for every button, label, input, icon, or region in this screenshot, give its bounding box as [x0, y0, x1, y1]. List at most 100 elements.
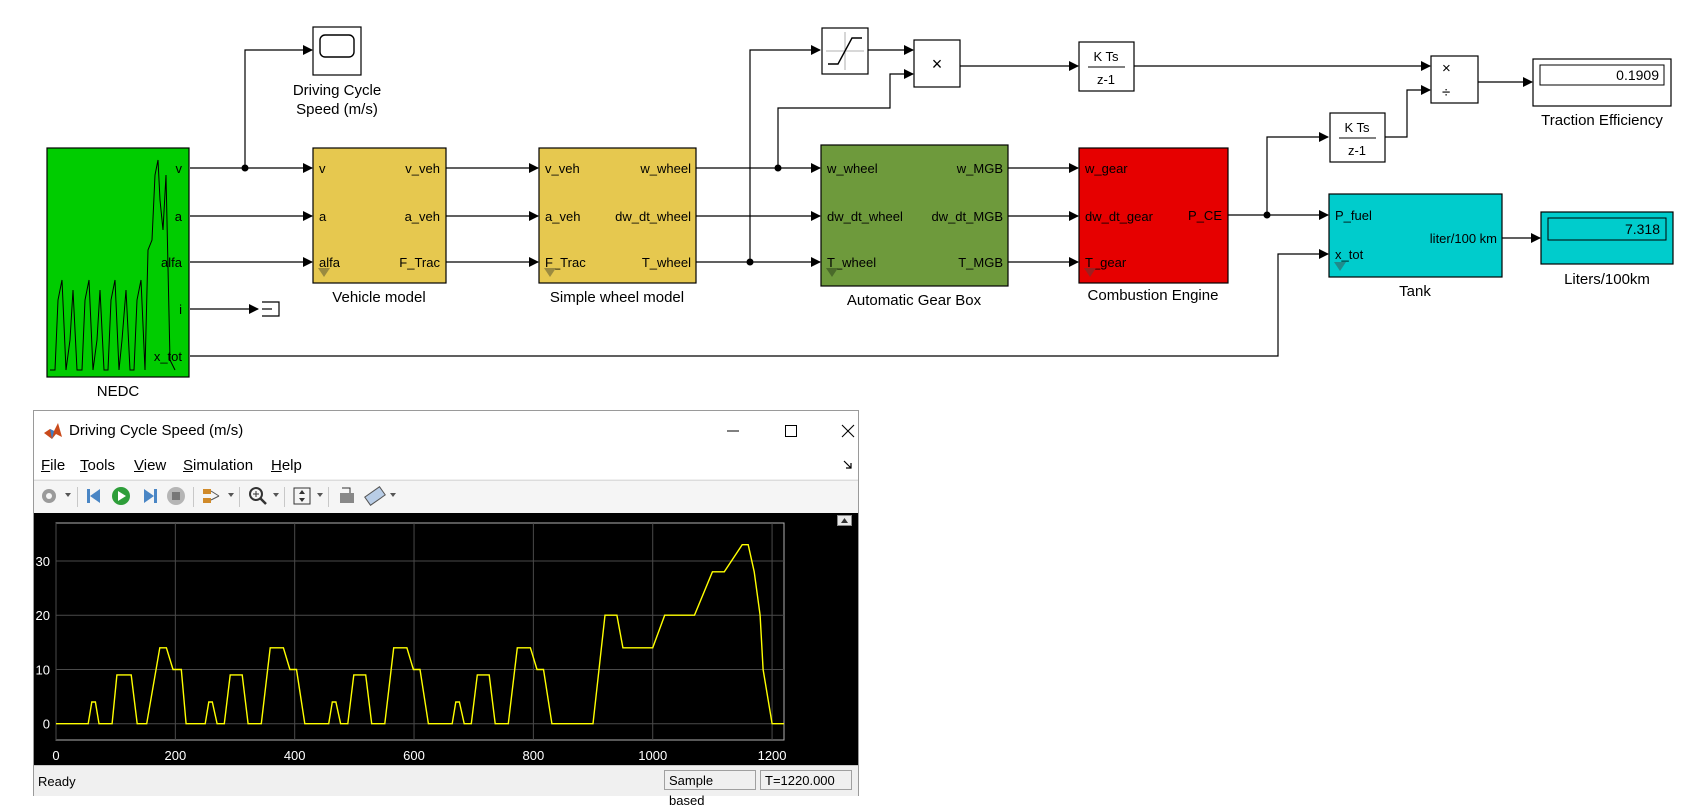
- vehicle-out-a-veh: a_veh: [405, 209, 440, 224]
- speed-series-line: [56, 544, 784, 725]
- scope-window-title: Driving Cycle Speed (m/s): [69, 422, 244, 439]
- menu-tools[interactable]: Tools: [80, 457, 116, 474]
- scope-window[interactable]: Driving Cycle Speed (m/s) File Tools Vie…: [33, 410, 859, 808]
- vehicle-model-block[interactable]: v a alfa v_veh a_veh F_Trac Vehicle mode…: [312, 147, 447, 306]
- gearbox-in-t-wheel: T_wheel: [827, 255, 876, 270]
- y-tick-label: 20: [36, 608, 50, 623]
- scope-block-label-2: Speed (m/s): [296, 101, 378, 118]
- subsystem-arrow-icon: [318, 268, 330, 277]
- axes-expand-icon[interactable]: [837, 515, 852, 526]
- nedc-signal-preview: [50, 159, 176, 371]
- gear-box-block[interactable]: w_wheel dw_dt_wheel T_wheel w_MGB dw_dt_…: [820, 144, 1009, 309]
- step-back-icon[interactable]: [84, 485, 106, 507]
- status-sample-mode: Sample based: [664, 770, 756, 808]
- x-tick-label: 400: [284, 748, 306, 763]
- integrator2-denominator: z-1: [1348, 143, 1366, 158]
- x-tick-label: 1000: [638, 748, 667, 763]
- liters-display[interactable]: 7.318 Liters/100km: [1540, 211, 1674, 288]
- saturation-block[interactable]: [821, 27, 869, 75]
- terminator-block[interactable]: [262, 301, 280, 317]
- step-forward-icon[interactable]: [138, 485, 160, 507]
- wheel-out-w-wheel: w_wheel: [639, 161, 691, 176]
- scope-block[interactable]: Driving Cycle Speed (m/s): [293, 26, 381, 118]
- branch-points: [241, 164, 1271, 266]
- signal-selector-icon[interactable]: [201, 485, 223, 507]
- scope-titlebar[interactable]: Driving Cycle Speed (m/s): [34, 411, 858, 451]
- gearbox-out-dw-dt-mgb: dw_dt_MGB: [931, 209, 1003, 224]
- nedc-port-v: v: [176, 161, 183, 176]
- close-button[interactable]: [825, 417, 871, 445]
- highlight-block-icon[interactable]: [336, 485, 358, 507]
- gearbox-out-w-mgb: w_MGB: [956, 161, 1003, 176]
- nedc-label: NEDC: [97, 383, 140, 400]
- integrator1-numerator: K Ts: [1093, 49, 1119, 64]
- nedc-port-a: a: [175, 209, 183, 224]
- divide-block[interactable]: × ÷: [1430, 55, 1479, 104]
- engine-in-w-gear: w_gear: [1084, 161, 1128, 176]
- engine-in-dw-dt-gear: dw_dt_gear: [1085, 209, 1154, 224]
- menu-simulation[interactable]: Simulation: [183, 457, 254, 474]
- combustion-engine-block[interactable]: w_gear dw_dt_gear T_gear P_CE Combustion…: [1078, 147, 1229, 304]
- scope-statusbar: Ready Sample based T=1220.000: [34, 765, 858, 808]
- maximize-button[interactable]: [768, 417, 814, 445]
- vehicle-out-v-veh: v_veh: [405, 161, 440, 176]
- y-tick-label: 30: [36, 554, 50, 569]
- matlab-icon: [44, 423, 62, 439]
- product-symbol: ×: [932, 54, 943, 74]
- traction-efficiency-display[interactable]: 0.1909 Traction Efficiency: [1532, 58, 1672, 129]
- zoom-icon[interactable]: [247, 485, 269, 507]
- menu-help[interactable]: Help: [271, 457, 302, 474]
- vehicle-in-a: a: [319, 209, 327, 224]
- integrator1-denominator: z-1: [1097, 72, 1115, 87]
- wheel-model-block[interactable]: v_veh a_veh F_Trac w_wheel dw_dt_wheel T…: [538, 147, 697, 306]
- engine-in-t-gear: T_gear: [1085, 255, 1127, 270]
- subsystem-arrow-icon: [1334, 262, 1346, 271]
- scope-screen-icon: [319, 34, 355, 58]
- engine-out-p-ce: P_CE: [1188, 208, 1222, 223]
- tank-out-liter: liter/100 km: [1430, 231, 1497, 246]
- menu-file[interactable]: File: [41, 457, 66, 474]
- vehicle-model-label: Vehicle model: [332, 289, 425, 306]
- discrete-integrator-block-2[interactable]: K Ts z-1: [1329, 112, 1386, 163]
- combustion-engine-label: Combustion Engine: [1088, 287, 1219, 304]
- run-icon[interactable]: [110, 485, 132, 507]
- wheel-in-a-veh: a_veh: [545, 209, 580, 224]
- x-tick-label: 200: [164, 748, 186, 763]
- gearbox-out-t-mgb: T_MGB: [958, 255, 1003, 270]
- traction-efficiency-value: 0.1909: [1616, 67, 1659, 83]
- product-block[interactable]: ×: [913, 39, 961, 88]
- autoscale-icon[interactable]: [291, 485, 313, 507]
- tank-block[interactable]: P_fuel x_tot liter/100 km Tank: [1328, 193, 1503, 300]
- minimize-button[interactable]: [710, 417, 756, 445]
- x-tick-label: 1200: [758, 748, 787, 763]
- wheel-out-t-wheel: T_wheel: [642, 255, 691, 270]
- subsystem-arrow-icon: [544, 268, 556, 277]
- y-tick-label: 10: [36, 662, 50, 677]
- status-time: T=1220.000: [760, 770, 852, 790]
- nedc-block[interactable]: v a alfa i x_tot NEDC: [46, 147, 190, 400]
- x-tick-label: 600: [403, 748, 425, 763]
- undock-icon[interactable]: [843, 460, 853, 470]
- tank-label: Tank: [1399, 283, 1431, 300]
- y-tick-label: 0: [43, 717, 50, 732]
- traction-efficiency-label: Traction Efficiency: [1541, 112, 1663, 129]
- vehicle-in-v: v: [319, 161, 326, 176]
- nedc-port-x-tot: x_tot: [154, 349, 183, 364]
- signal-lines[interactable]: [190, 45, 1541, 357]
- discrete-integrator-block-1[interactable]: K Ts z-1: [1078, 41, 1135, 92]
- wheel-out-dw-dt-wheel: dw_dt_wheel: [615, 209, 691, 224]
- saturation-curve-icon: [828, 37, 862, 65]
- wheel-in-f-trac: F_Trac: [545, 255, 586, 270]
- vehicle-in-alfa: alfa: [319, 255, 341, 270]
- gearbox-in-dw-dt-wheel: dw_dt_wheel: [827, 209, 903, 224]
- settings-gear-icon[interactable]: [38, 485, 60, 507]
- divide-mul-symbol: ×: [1442, 60, 1451, 77]
- subsystem-arrow-icon: [1084, 268, 1096, 277]
- menu-view[interactable]: View: [134, 457, 167, 474]
- stop-icon[interactable]: [165, 485, 187, 507]
- measurements-icon[interactable]: [364, 485, 386, 507]
- scope-menubar: File Tools View Simulation Help: [34, 451, 858, 479]
- status-ready: Ready: [38, 774, 76, 789]
